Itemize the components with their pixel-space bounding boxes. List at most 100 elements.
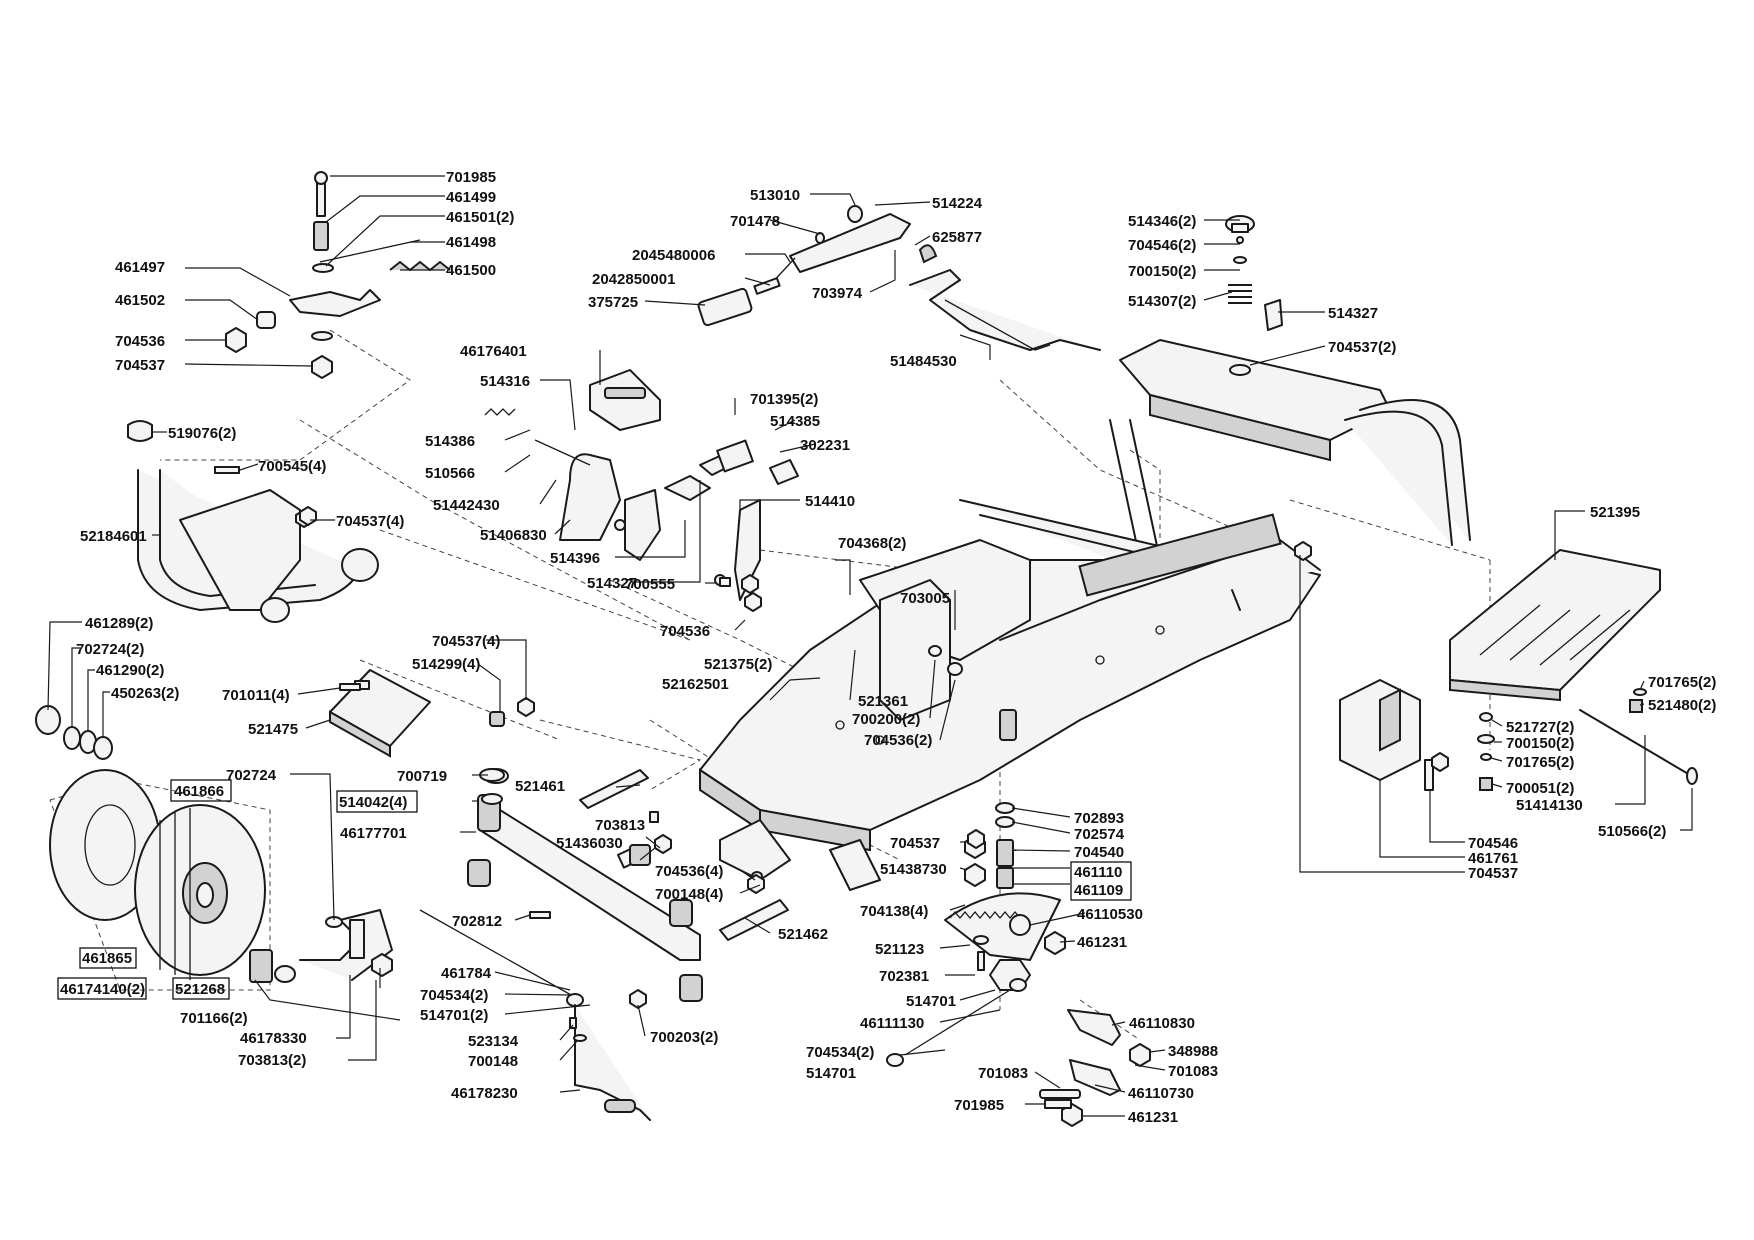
pitman-arms	[1039, 1009, 1151, 1127]
washer-stack-rear	[1477, 688, 1647, 791]
label-703813: 703813	[595, 817, 645, 834]
label-701985b: 701985	[954, 1097, 1004, 1114]
pan-521475	[329, 669, 431, 758]
rear-frame	[959, 215, 1471, 641]
label-700148: 700148	[468, 1053, 518, 1070]
label-704537d: 704537	[890, 835, 940, 852]
label-2045480006: 2045480006	[632, 247, 715, 264]
label-704537-2: 704537(2)	[1328, 339, 1396, 356]
label-510566-2: 510566(2)	[1598, 823, 1666, 840]
label-702724: 702724	[226, 767, 277, 784]
label-703005: 703005	[900, 590, 950, 607]
label-461498: 461498	[446, 234, 496, 251]
label-46110830: 46110830	[1129, 1015, 1195, 1032]
label-461289-2: 461289(2)	[85, 615, 153, 632]
label-523134: 523134	[468, 1033, 519, 1050]
label-461110: 461110	[1074, 864, 1122, 881]
label-461231b: 461231	[1128, 1109, 1178, 1126]
label-700200-2: 700200(2)	[852, 711, 920, 728]
label-375725: 375725	[588, 294, 638, 311]
label-700148-4: 700148(4)	[655, 886, 723, 903]
label-704534-2b: 704534(2)	[806, 1044, 874, 1061]
label-521375-2: 521375(2)	[704, 656, 772, 673]
rod-51414130	[1579, 709, 1698, 785]
rear-plate-521395	[1449, 549, 1661, 702]
part-number-labels: 701985 461499 461501(2) 461498 461497 46…	[60, 169, 1716, 1126]
label-701478: 701478	[730, 213, 780, 230]
label-514396: 514396	[550, 550, 600, 567]
label-704536: 704536	[115, 333, 165, 350]
label-702893: 702893	[1074, 810, 1124, 827]
label-46110730: 46110730	[1128, 1085, 1194, 1102]
label-704534-2: 704534(2)	[420, 987, 488, 1004]
label-704537: 704537	[115, 357, 165, 374]
label-704537c: 704537	[1468, 865, 1518, 882]
label-514307-2: 514307(2)	[1128, 293, 1196, 310]
label-46174140-2: 46174140(2)	[60, 981, 145, 998]
label-514224: 514224	[932, 195, 983, 212]
label-513010: 513010	[750, 187, 800, 204]
label-704368-2: 704368(2)	[838, 535, 906, 552]
misc-fasteners	[214, 466, 1449, 1109]
label-704540: 704540	[1074, 844, 1124, 861]
label-700150-2: 700150(2)	[1128, 263, 1196, 280]
left-spindle-46178330	[299, 909, 393, 981]
label-52184601: 52184601	[80, 528, 147, 545]
label-2042850001: 2042850001	[592, 271, 675, 288]
label-51484530: 51484530	[890, 353, 957, 370]
label-46176401: 46176401	[460, 343, 527, 360]
label-46178230: 46178230	[451, 1085, 518, 1102]
label-519076-2: 519076(2)	[168, 425, 236, 442]
label-700203-2: 700203(2)	[650, 1029, 718, 1046]
label-514346-2: 514346(2)	[1128, 213, 1196, 230]
leader-lines	[47, 175, 1693, 1117]
label-704536-4: 704536(4)	[655, 863, 723, 880]
label-700150-2b: 700150(2)	[1506, 735, 1574, 752]
label-704546-2: 704546(2)	[1128, 237, 1196, 254]
rear-bracket-461761	[1339, 679, 1434, 791]
steering-plates	[579, 769, 789, 941]
label-51438730: 51438730	[880, 861, 947, 878]
label-704536b: 704536	[660, 623, 710, 640]
label-514299-4: 514299(4)	[412, 656, 480, 673]
chassis-52162501	[699, 539, 1321, 891]
label-461501-2: 461501(2)	[446, 209, 514, 226]
label-46178330: 46178330	[240, 1030, 307, 1047]
label-703813-2: 703813(2)	[238, 1052, 306, 1069]
label-boxes	[57, 779, 1132, 1000]
label-461231: 461231	[1077, 934, 1127, 951]
label-514701b: 514701	[806, 1065, 856, 1082]
label-700545-4: 700545(4)	[258, 458, 326, 475]
label-702381: 702381	[879, 968, 929, 985]
label-700555: 700555	[625, 576, 675, 593]
label-521123: 521123	[875, 941, 924, 958]
label-514316: 514316	[480, 373, 530, 390]
label-450263-2: 450263(2)	[111, 685, 179, 702]
label-514701-2: 514701(2)	[420, 1007, 488, 1024]
label-514042-4: 514042(4)	[339, 794, 407, 811]
label-701083b: 701083	[1168, 1063, 1218, 1080]
label-704537-4b: 704537(4)	[432, 633, 500, 650]
steering-gear-46110530	[886, 802, 1066, 1067]
label-461784: 461784	[441, 965, 492, 982]
label-700719: 700719	[397, 768, 447, 785]
label-521361: 521361	[858, 693, 908, 710]
label-461502: 461502	[115, 292, 165, 309]
label-52162501: 52162501	[662, 676, 729, 693]
label-704138-4: 704138(4)	[860, 903, 928, 920]
label-461500: 461500	[446, 262, 496, 279]
label-704537-4: 704537(4)	[336, 513, 404, 530]
label-701166-2: 701166(2)	[180, 1010, 248, 1027]
label-46177701: 46177701	[340, 825, 407, 842]
label-461866: 461866	[174, 783, 224, 800]
front-wheels	[35, 705, 296, 983]
label-461761: 461761	[1468, 850, 1518, 867]
label-51406830: 51406830	[480, 527, 547, 544]
label-704536-2: 704536(2)	[864, 732, 932, 749]
label-51414130: 51414130	[1516, 797, 1583, 814]
label-700051-2: 700051(2)	[1506, 780, 1574, 797]
label-521475: 521475	[248, 721, 298, 738]
label-510566: 510566	[425, 465, 475, 482]
label-521462: 521462	[778, 926, 828, 943]
